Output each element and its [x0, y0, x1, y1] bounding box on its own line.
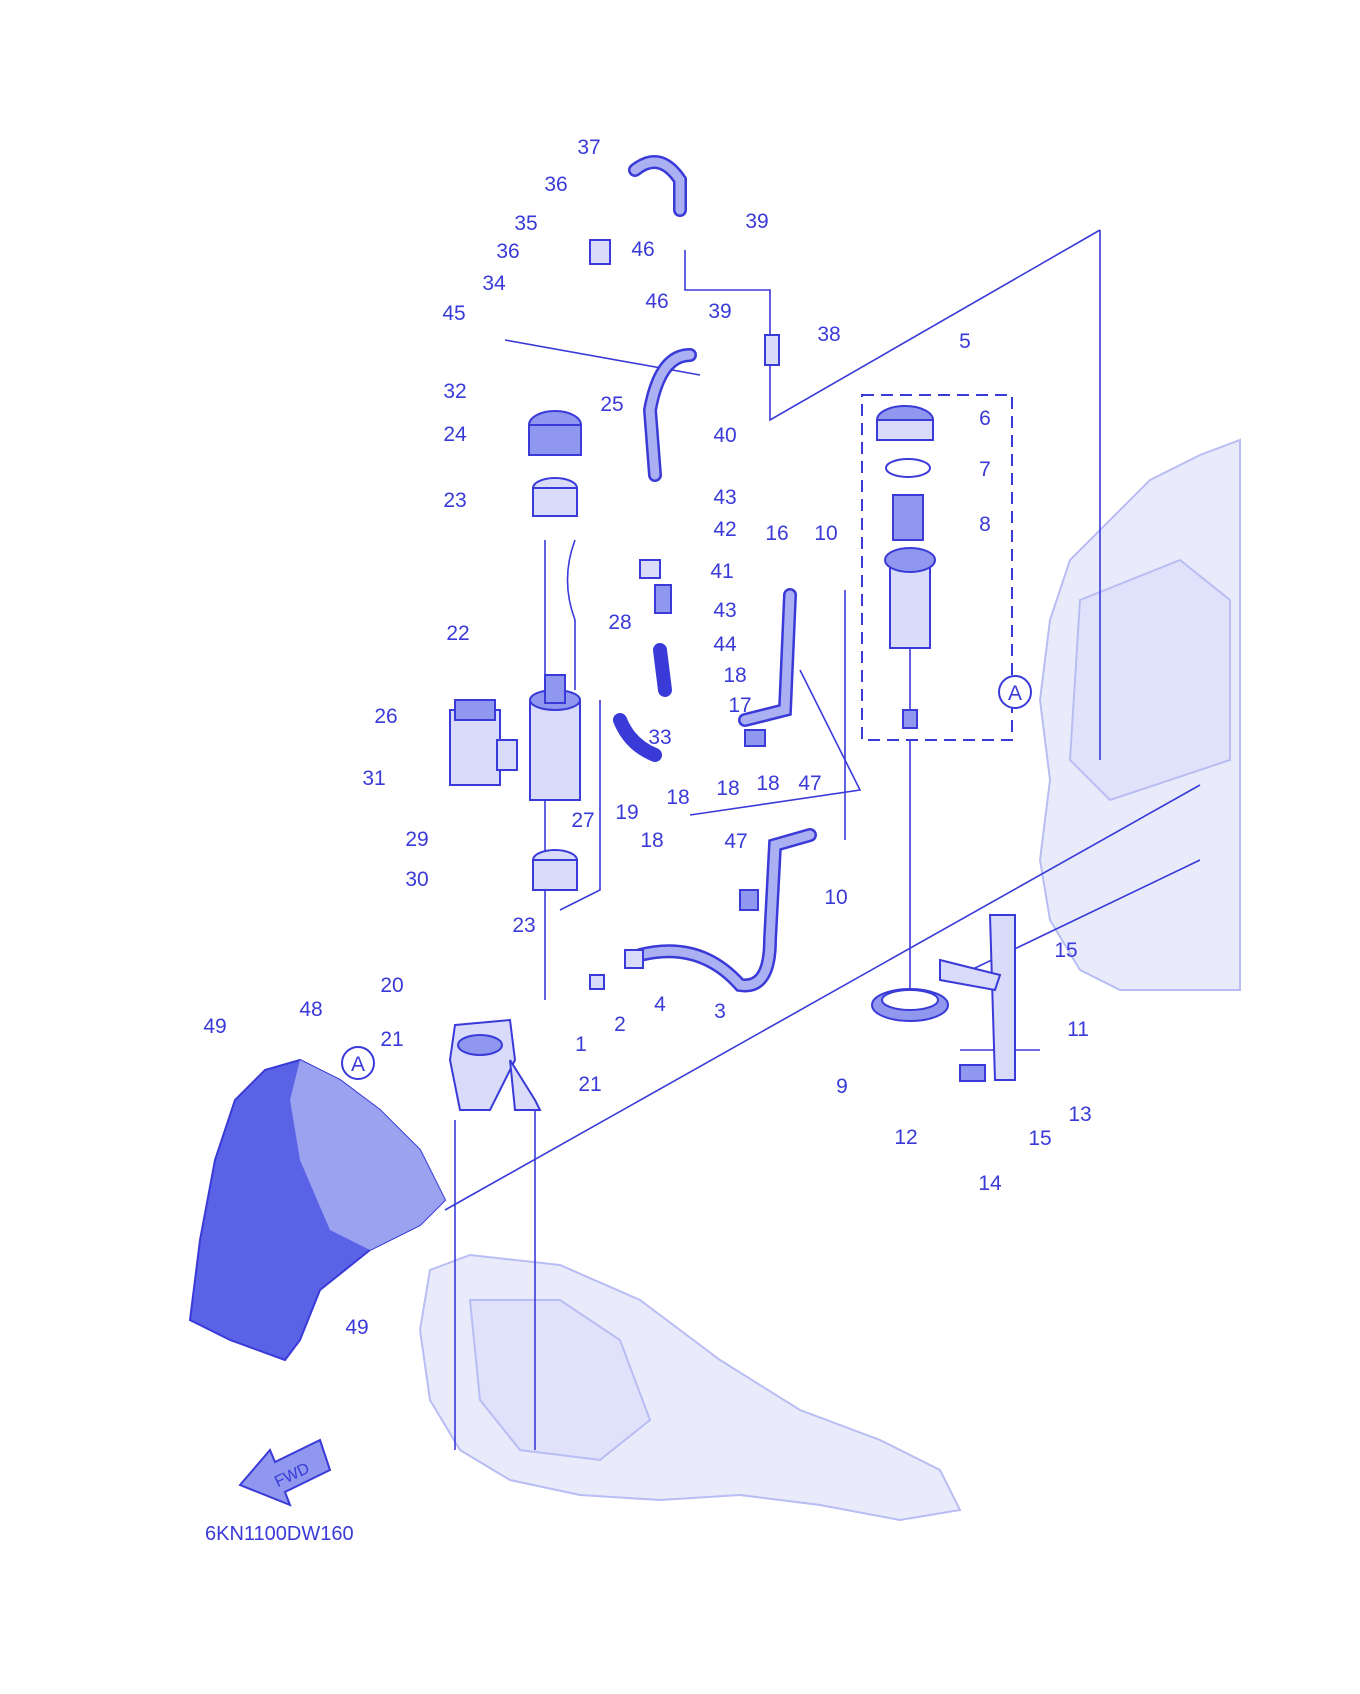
callout-47b: 47: [724, 830, 747, 853]
callout-18d: 18: [716, 777, 739, 800]
callout-10a: 10: [814, 522, 837, 545]
callout-41: 41: [710, 560, 733, 583]
callout-6: 6: [979, 407, 991, 430]
callout-11: 11: [1067, 1018, 1089, 1041]
callout-43a: 43: [713, 486, 736, 509]
callout-28: 28: [608, 611, 631, 634]
callout-21a: 21: [380, 1028, 403, 1051]
callout-20: 20: [380, 974, 403, 997]
bottom-cowling-outline: [418, 1253, 962, 1522]
callout-9: 9: [836, 1075, 848, 1098]
callout-37: 37: [577, 136, 600, 159]
callout-15a: 15: [1054, 939, 1077, 962]
callout-14: 14: [978, 1172, 1002, 1195]
ref-mark-a-left: A: [341, 1046, 375, 1080]
callout-32: 32: [443, 380, 466, 403]
ref-mark-a-left-text: A: [351, 1053, 365, 1076]
filter-assembly-box: [861, 394, 1013, 741]
fwd-arrow-icon: FWD: [238, 1438, 332, 1507]
callout-46a: 46: [631, 238, 654, 261]
callout-27: 27: [571, 809, 594, 832]
callout-24: 24: [443, 423, 467, 446]
callout-47a: 47: [798, 772, 821, 795]
callout-19: 19: [615, 801, 638, 824]
callout-30: 30: [405, 868, 428, 891]
callout-22: 22: [446, 622, 469, 645]
callout-36b: 36: [496, 240, 519, 263]
callout-39b: 39: [708, 300, 731, 323]
callout-15b: 15: [1028, 1127, 1051, 1150]
pump-bracket: [449, 699, 518, 786]
callout-29: 29: [405, 828, 428, 851]
callout-labels: 1 2 3 4 5 6 7 8 9 10 10 11 12 13 14 15 1…: [203, 136, 1091, 1339]
callout-12: 12: [894, 1126, 917, 1149]
callout-43b: 43: [713, 599, 736, 622]
pump-holder: [448, 1018, 542, 1111]
callout-17: 17: [728, 694, 751, 717]
callout-48: 48: [299, 998, 322, 1021]
callout-26: 26: [374, 705, 397, 728]
callout-46b: 46: [645, 290, 668, 313]
cover-part-48: [188, 1058, 447, 1362]
callout-35: 35: [514, 212, 537, 235]
callout-2: 2: [614, 1013, 626, 1036]
ref-mark-a-right: A: [998, 675, 1032, 709]
callout-49a: 49: [203, 1015, 226, 1038]
callout-18a: 18: [723, 664, 746, 687]
callout-13: 13: [1068, 1103, 1091, 1126]
callout-7: 7: [979, 458, 991, 481]
callout-23a: 23: [443, 489, 466, 512]
callout-23b: 23: [512, 914, 535, 937]
fuel-filter-parts: [876, 405, 936, 729]
callout-16: 16: [765, 522, 788, 545]
drawing-code: 6KN1100DW160: [205, 1523, 354, 1545]
callout-3: 3: [714, 1000, 726, 1023]
connectors: [589, 239, 780, 990]
ref-mark-a-right-text: A: [1008, 682, 1022, 705]
callout-33: 33: [648, 726, 671, 749]
callout-42: 42: [713, 518, 736, 541]
filter-bracket: [939, 914, 1016, 1082]
filter-clamp: [871, 988, 949, 1022]
callout-39a: 39: [745, 210, 768, 233]
callout-1: 1: [575, 1033, 587, 1056]
callout-10b: 10: [824, 886, 847, 909]
callout-44: 44: [713, 633, 737, 656]
engine-block-outline: [1038, 438, 1241, 991]
callout-36a: 36: [544, 173, 567, 196]
callout-21b: 21: [578, 1073, 601, 1096]
callout-38: 38: [817, 323, 840, 346]
callout-18c: 18: [640, 829, 663, 852]
callout-45: 45: [442, 302, 465, 325]
callout-49b: 49: [345, 1316, 368, 1339]
callout-25: 25: [600, 393, 623, 416]
callout-5: 5: [959, 330, 971, 353]
callout-40: 40: [713, 424, 736, 447]
callout-4: 4: [654, 993, 666, 1016]
callout-31: 31: [362, 767, 385, 790]
fuel-hoses: [613, 155, 817, 993]
callout-8: 8: [979, 513, 991, 536]
fuel-pump-assembly: [528, 410, 582, 891]
callout-34: 34: [482, 272, 506, 295]
callout-18b: 18: [666, 786, 689, 809]
callout-18e: 18: [756, 772, 779, 795]
